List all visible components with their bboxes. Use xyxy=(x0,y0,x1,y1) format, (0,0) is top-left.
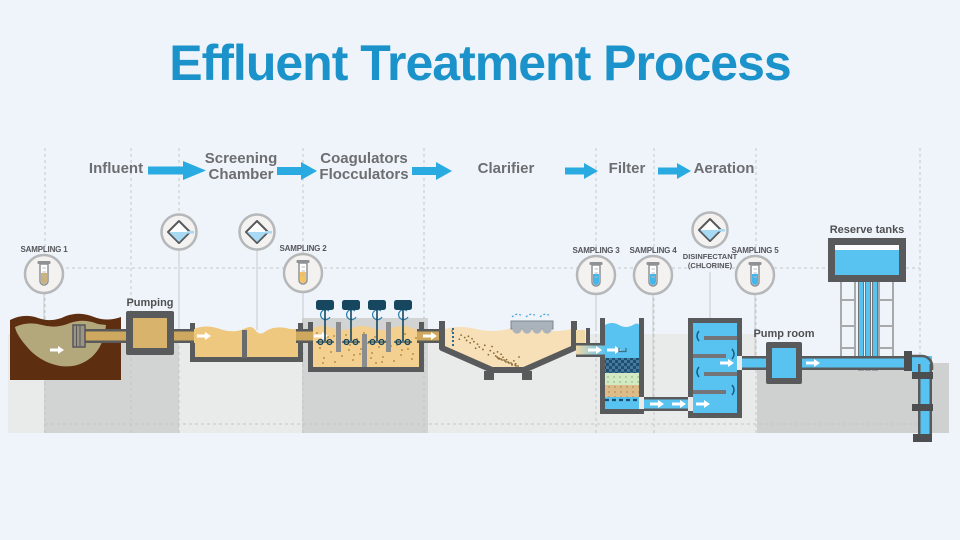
treated-water-pipe xyxy=(742,342,934,442)
sampling-1-tube xyxy=(23,253,65,295)
pumping-label: Pumping xyxy=(126,297,174,309)
guide-lines xyxy=(30,148,935,433)
valve-flask-2 xyxy=(238,213,276,251)
step-line-1: Coagulators xyxy=(320,150,408,167)
flow-arrow-3 xyxy=(412,162,452,180)
influent-pond xyxy=(10,313,130,380)
step-label-clarifier: Clarifier xyxy=(478,161,535,177)
flow-arrow-5 xyxy=(658,163,691,179)
step-label-aeration: Aeration xyxy=(694,161,755,177)
page-title: Effluent Treatment Process xyxy=(169,35,791,91)
reserve-tank-tower xyxy=(828,238,906,371)
step-line-1: Aeration xyxy=(693,160,755,177)
sampling-5-label: SAMPLING 5 xyxy=(731,246,779,255)
sampling-2-label: SAMPLING 2 xyxy=(279,244,327,253)
sampling-3-tube xyxy=(575,254,617,296)
pump-room-label: Pump room xyxy=(753,328,815,340)
step-line-1: Filter xyxy=(608,160,646,177)
flow-arrow-2 xyxy=(277,162,317,180)
valve-flask-1 xyxy=(160,213,198,251)
sampling-1-label: SAMPLING 1 xyxy=(20,245,68,254)
disinfectant-flask xyxy=(691,211,729,249)
filter-tank xyxy=(600,318,688,414)
sampling-4-label: SAMPLING 4 xyxy=(629,246,677,255)
sampling-4-tube xyxy=(632,254,674,296)
disinfectant-label: DISINFECTANT (CHLORINE) xyxy=(683,252,737,270)
sampling-circles xyxy=(23,211,776,296)
sampling-3-label: SAMPLING 3 xyxy=(572,246,620,255)
pumping-station xyxy=(126,311,198,355)
flow-arrow-4 xyxy=(565,163,598,179)
reserve-tanks-label: Reserve tanks xyxy=(829,224,905,236)
step-label-filter: Filter xyxy=(609,161,646,177)
step-line-1: Clarifier xyxy=(477,160,535,177)
disinfectant-line-1: DISINFECTANT xyxy=(682,252,738,261)
sampling-2-tube xyxy=(282,252,324,294)
step-line-1: Influent xyxy=(88,160,144,177)
disinfectant-line-2: (CHLORINE) xyxy=(687,261,733,270)
step-line-1: Screening xyxy=(204,150,278,167)
aeration-tank xyxy=(688,318,742,418)
step-line-2: Flocculators xyxy=(319,166,409,183)
sampling-5-tube xyxy=(734,254,776,296)
clarifier-tank xyxy=(439,313,606,380)
step-line-2: Chamber xyxy=(208,166,274,183)
flow-arrow-1 xyxy=(148,161,206,180)
coagulator-flocculator-tank xyxy=(308,299,443,372)
screening-chamber-tank xyxy=(190,323,316,362)
step-label-influent: Influent xyxy=(89,161,143,177)
